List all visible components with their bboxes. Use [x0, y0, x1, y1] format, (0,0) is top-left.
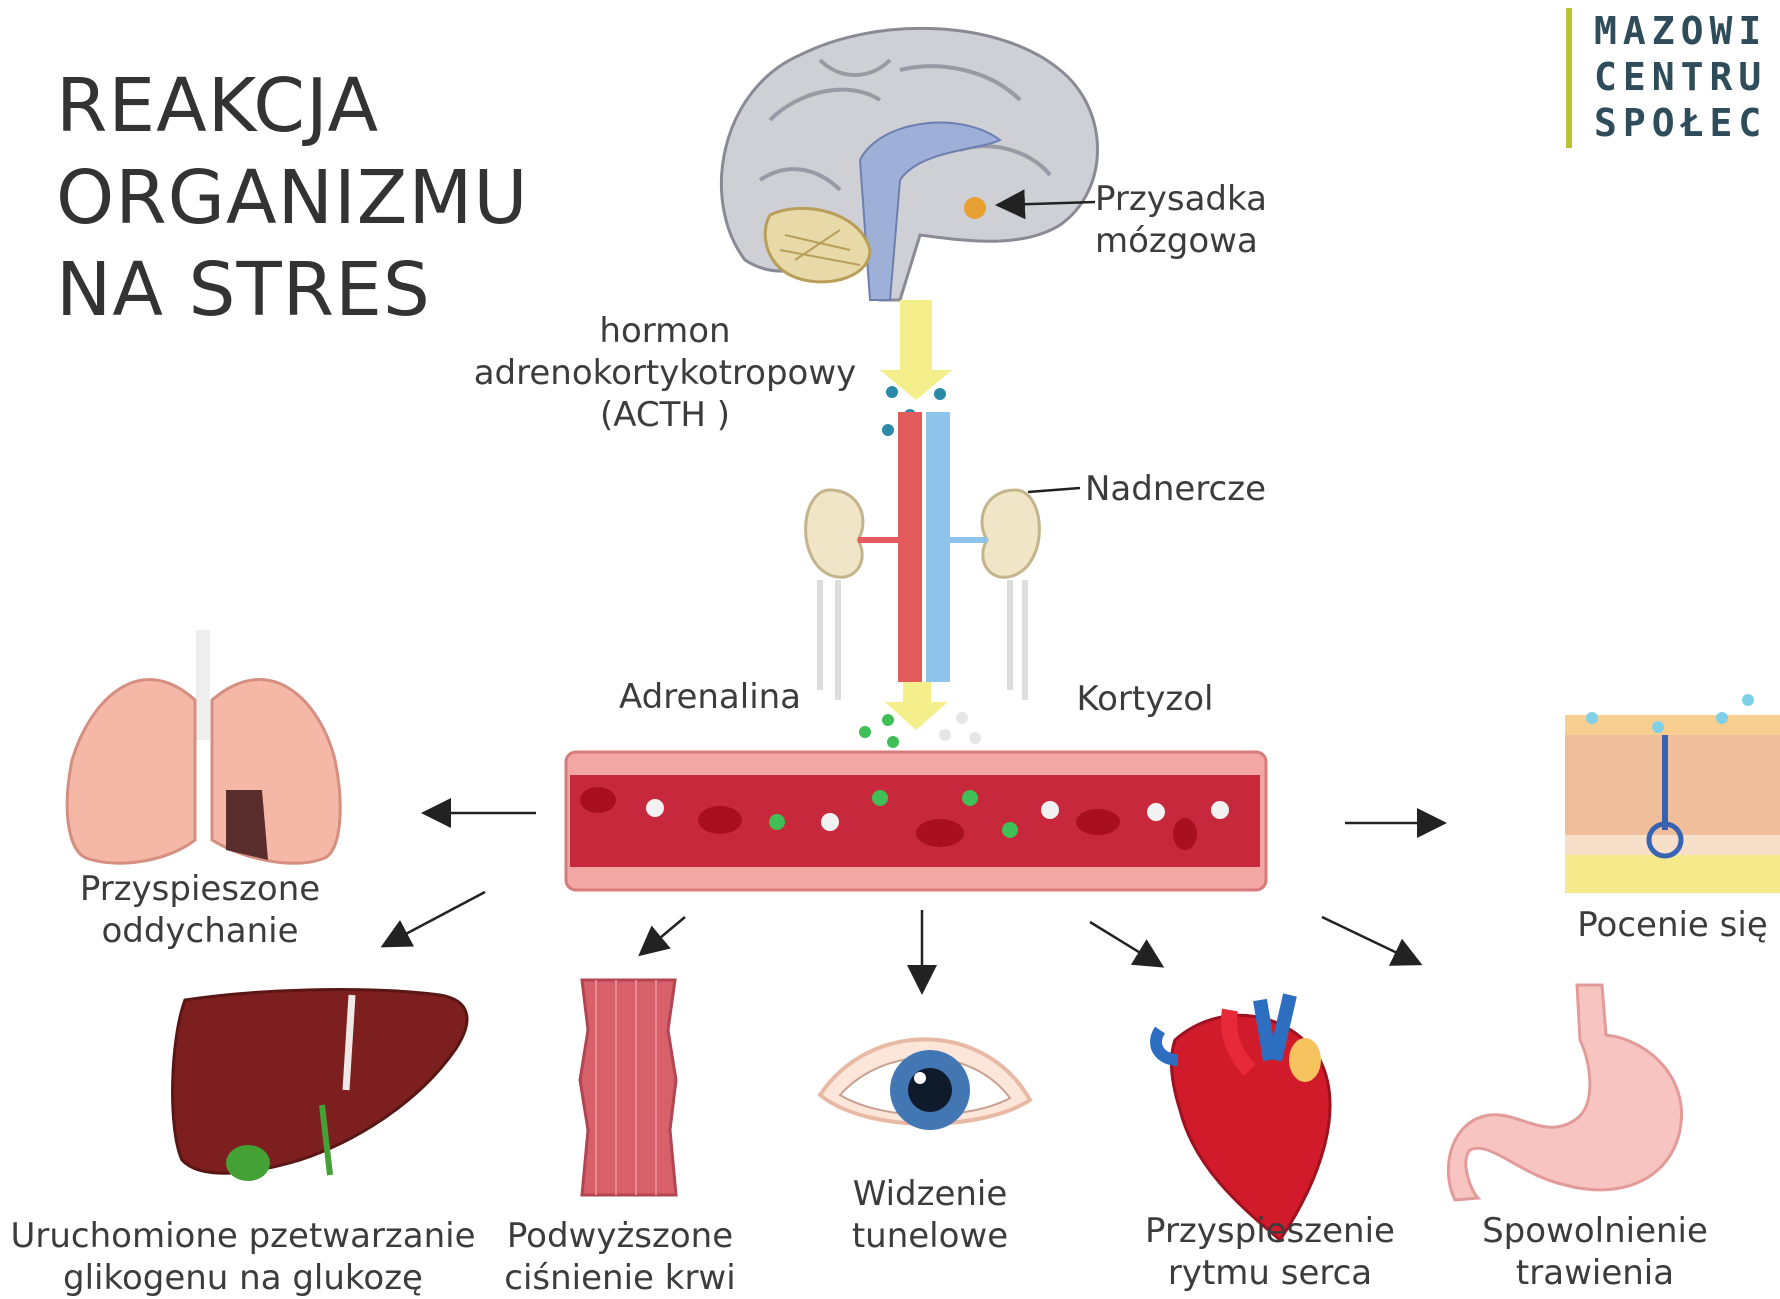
eye-icon: [820, 1039, 1030, 1130]
yellow-arrow-upper: [880, 300, 952, 400]
adrenal-pointer-line: [1028, 488, 1080, 492]
label-pressure-line-1: Podwyższone: [495, 1215, 745, 1257]
brand-line-1: MAZOWI: [1594, 8, 1767, 54]
label-vision: Widzenie tunelowe: [820, 1173, 1040, 1257]
label-adrenal: Nadnercze: [1085, 468, 1266, 510]
label-glycogen-line-1: Uruchomione pzetwarzanie: [8, 1215, 478, 1257]
label-acth-line-3: (ACTH ): [470, 394, 860, 436]
lungs-icon: [67, 630, 340, 863]
label-glycogen: Uruchomione pzetwarzanie glikogenu na gl…: [8, 1215, 478, 1299]
page-title: REAKCJA ORGANIZMU NA STRES: [56, 60, 529, 336]
label-pressure: Podwyższone ciśnienie krwi: [495, 1215, 745, 1299]
label-heart-line-1: Przyspieszenie: [1135, 1210, 1405, 1252]
label-heart: Przyspieszenie rytmu serca: [1135, 1210, 1405, 1294]
label-breathing-line-1: Przyspieszone: [60, 868, 340, 910]
label-breathing-line-2: oddychanie: [60, 910, 340, 952]
blood-vessel-icon: [566, 752, 1266, 890]
stomach-icon: [1448, 985, 1681, 1200]
label-pituitary-line-2: mózgowa: [1095, 220, 1267, 262]
label-sweating: Pocenie się: [1565, 904, 1780, 946]
artery: [898, 412, 922, 682]
kidney-left-icon: [806, 490, 898, 700]
label-acth: hormon adrenokortykotropowy (ACTH ): [470, 310, 860, 436]
label-vision-line-1: Widzenie: [820, 1173, 1040, 1215]
label-digestion-line-2: trawienia: [1470, 1252, 1720, 1294]
label-adrenaline: Adrenalina: [595, 676, 825, 718]
label-pituitary: Przysadka mózgowa: [1095, 178, 1267, 262]
label-vision-line-2: tunelowe: [820, 1215, 1040, 1257]
title-line-1: REAKCJA: [56, 60, 529, 152]
vein: [926, 412, 950, 682]
brain-icon: [721, 28, 1097, 300]
heart-icon: [1156, 995, 1330, 1240]
kidney-right-icon: [950, 490, 1039, 700]
label-cortisol: Kortyzol: [1045, 678, 1245, 720]
skin-icon: [1565, 694, 1780, 893]
title-line-3: NA STRES: [56, 244, 529, 336]
brand-logo: MAZOWI CENTRU SPOŁEC: [1566, 8, 1767, 148]
title-line-2: ORGANIZMU: [56, 152, 529, 244]
label-pituitary-line-1: Przysadka: [1095, 178, 1267, 220]
label-breathing: Przyspieszone oddychanie: [60, 868, 340, 952]
label-digestion: Spowolnienie trawienia: [1470, 1210, 1720, 1294]
label-heart-line-2: rytmu serca: [1135, 1252, 1405, 1294]
label-glycogen-line-2: glikogenu na glukozę: [8, 1257, 478, 1299]
brand-line-3: SPOŁEC: [1594, 100, 1767, 146]
brand-line-2: CENTRU: [1594, 54, 1767, 100]
yellow-arrow-lower: [885, 682, 948, 730]
vessel-segment-icon: [580, 980, 676, 1195]
label-acth-line-1: hormon: [470, 310, 860, 352]
liver-icon: [173, 990, 467, 1181]
label-digestion-line-1: Spowolnienie: [1470, 1210, 1720, 1252]
label-pressure-line-2: ciśnienie krwi: [495, 1257, 745, 1299]
label-acth-line-2: adrenokortykotropowy: [470, 352, 860, 394]
